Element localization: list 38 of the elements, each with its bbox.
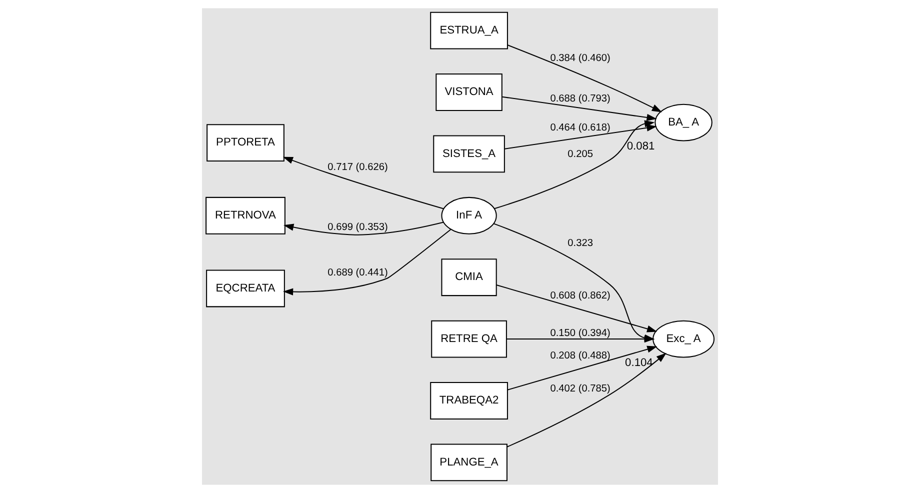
node-box: RETRE QA <box>430 320 506 358</box>
node-ellipse: BA_ A <box>654 104 712 142</box>
arrow <box>494 120 654 210</box>
node-box: PLANGE_A <box>430 444 507 482</box>
edge-label: 0.205 <box>567 148 592 160</box>
edge-label: 0.150 (0.394) <box>550 328 610 340</box>
edge-label: 0.323 <box>567 238 592 249</box>
arrow <box>283 222 444 236</box>
arrow <box>282 229 451 296</box>
edge-label: 0.402 (0.785) <box>550 384 610 395</box>
node-box: VISTONA <box>435 74 502 111</box>
arrow <box>502 96 656 121</box>
arrow <box>504 124 656 150</box>
arrow <box>506 346 657 390</box>
edge-label: 0.608 (0.862) <box>550 290 610 302</box>
node-label: 0.104 <box>624 357 652 370</box>
arrow <box>506 352 666 448</box>
node-ellipse: InF A <box>440 196 496 234</box>
arrow <box>496 284 657 332</box>
edge-label: 0.699 (0.353) <box>327 222 388 233</box>
edge-label: 0.464 (0.618) <box>550 122 610 134</box>
node-box: RETRNOVA <box>205 196 285 234</box>
node-box: EQCREATA <box>206 270 284 308</box>
node-box: CMIA <box>440 258 496 296</box>
arrow <box>506 44 662 112</box>
edge-label: 0.717 (0.626) <box>327 162 388 174</box>
edge-label: 0.384 (0.460) <box>550 52 610 64</box>
node-box: PPTORETA <box>206 124 284 162</box>
node-label: 0.081 <box>626 140 654 153</box>
arrow <box>506 336 654 343</box>
node-box: TRABEQA2 <box>430 382 508 420</box>
node-ellipse: Exc_ A <box>652 320 714 358</box>
node-box: ESTRUA_A <box>430 12 508 50</box>
edge-label: 0.689 (0.441) <box>327 267 388 278</box>
edge-label: 0.208 (0.488) <box>550 350 610 362</box>
edge-label: 0.688 (0.793) <box>550 93 610 104</box>
node-box: SISTES_A <box>432 135 504 173</box>
arrow <box>282 156 444 210</box>
